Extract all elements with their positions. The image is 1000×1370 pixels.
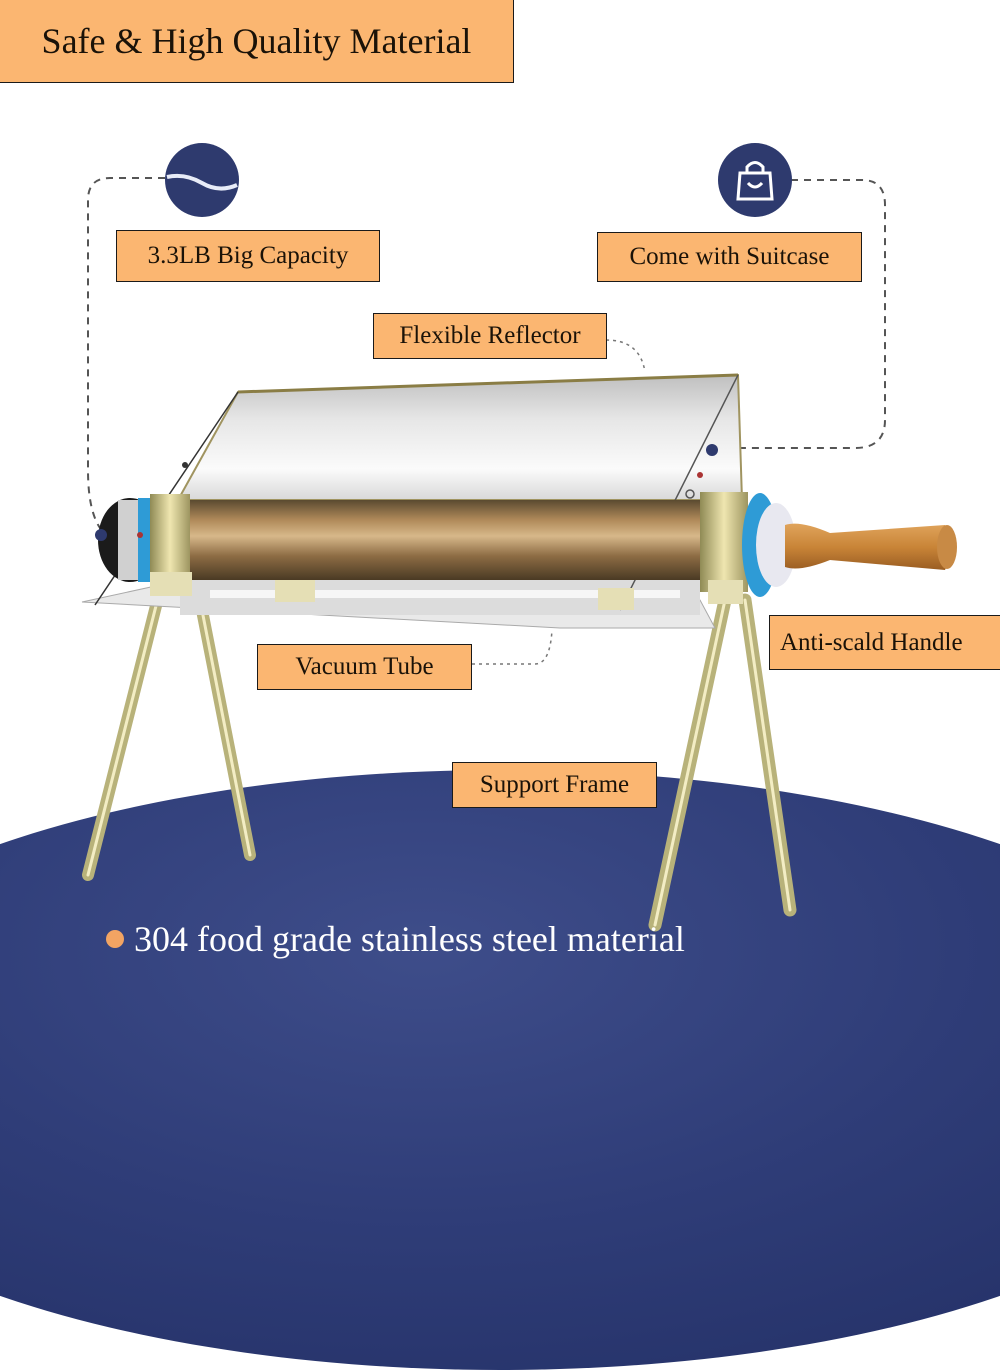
feature-label-handle: Anti-scald Handle [769,615,1000,670]
bullet-dot-icon [106,930,124,948]
feature-label-reflector: Flexible Reflector [373,313,607,359]
shopping-bag-icon [718,143,792,217]
feature-label-support-frame: Support Frame [452,762,657,808]
feature-label-suitcase: Come with Suitcase [597,232,862,282]
feature-label-capacity: 3.3LB Big Capacity [116,230,380,282]
wave-circle-icon [165,143,239,217]
bottom-note: 304 food grade stainless steel material [106,918,685,960]
page-title: Safe & High Quality Material [0,0,514,83]
solar-oven-illustration [81,177,957,932]
feature-label-vacuum-tube: Vacuum Tube [257,644,472,690]
bottom-note-text: 304 food grade stainless steel material [134,919,685,959]
